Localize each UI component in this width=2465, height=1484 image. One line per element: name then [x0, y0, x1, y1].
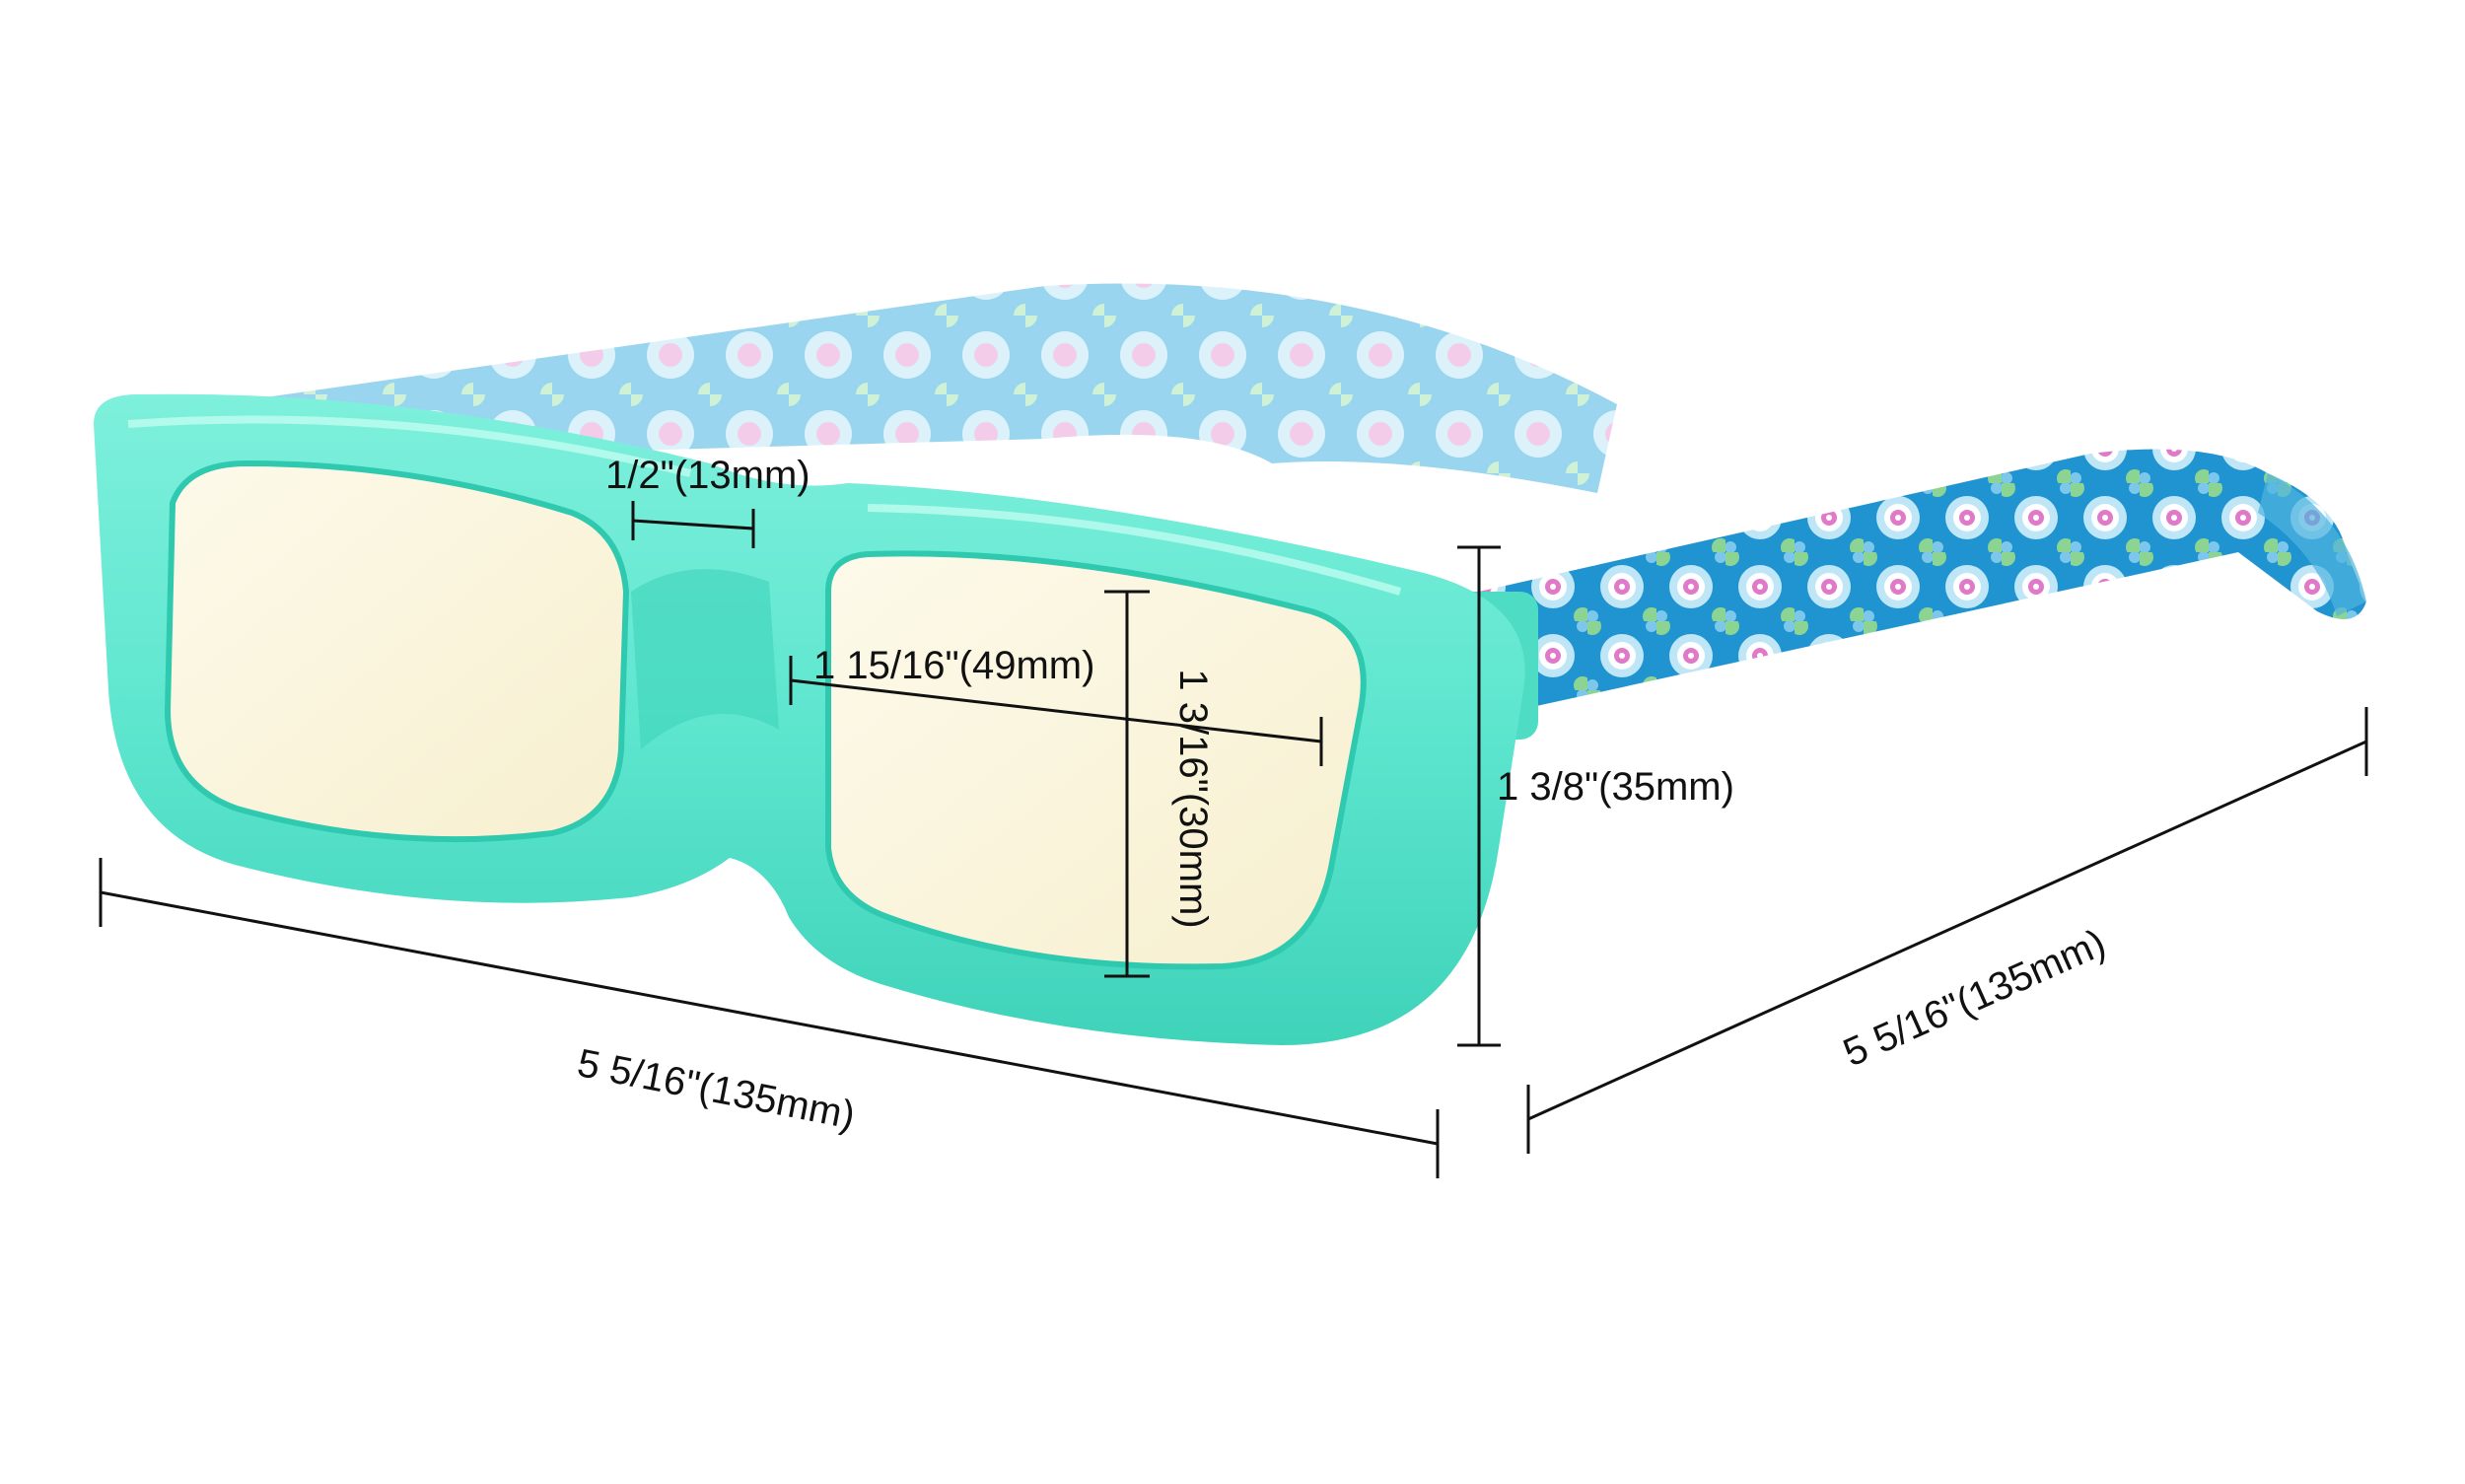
bridge-width-line — [632, 519, 754, 530]
temple-length-line — [1527, 740, 2367, 1121]
left-lens — [164, 459, 630, 843]
near-temple-arm — [1479, 449, 2366, 710]
right-lens — [825, 550, 1367, 970]
lens-width-line — [790, 678, 1322, 743]
frame-height-label: 1 3/8"(35mm) — [1497, 765, 1734, 809]
lens-height-label: 1 3/16"(30mm) — [1171, 669, 1215, 929]
lens-width-label: 1 15/16"(49mm) — [813, 644, 1095, 687]
bridge-width-label: 1/2"(13mm) — [605, 454, 810, 497]
dimension-lines — [99, 501, 2368, 1178]
frame-width-line — [100, 890, 1439, 1146]
